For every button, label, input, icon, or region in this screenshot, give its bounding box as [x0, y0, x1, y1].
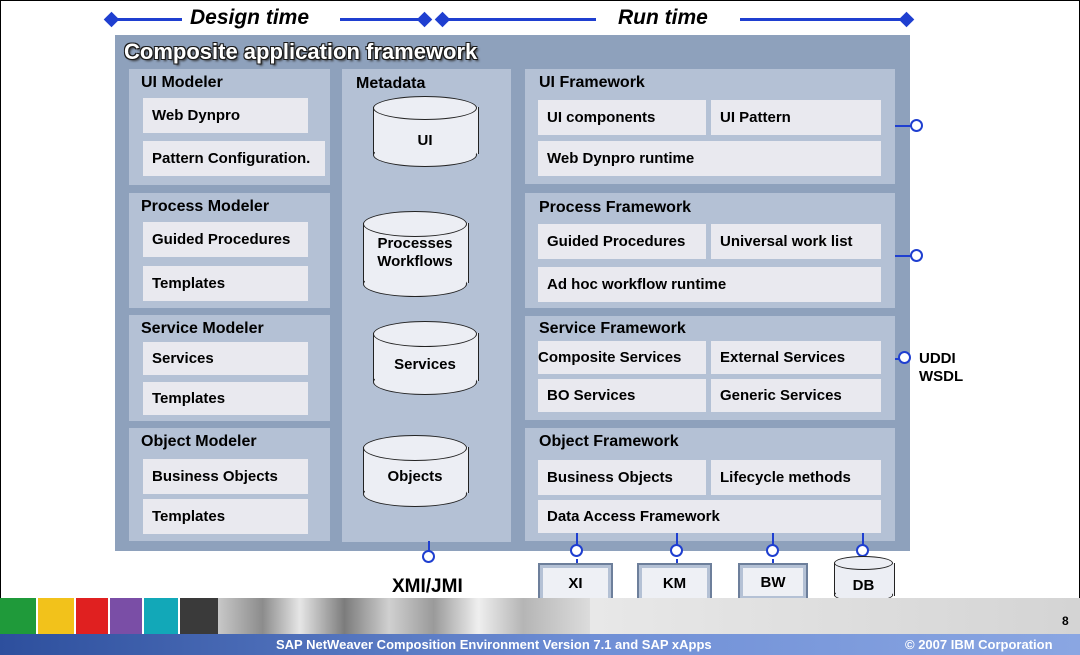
- metadata-store-services-label: Services: [394, 356, 456, 373]
- metadata-store-objects: Objects: [363, 435, 469, 513]
- metadata-store-services: Services: [373, 321, 479, 401]
- process-modeler-item-templates: Templates: [143, 266, 308, 301]
- footer-title: SAP NetWeaver Composition Environment Ve…: [276, 637, 712, 652]
- bw-connector-top: [772, 533, 774, 545]
- km-system-label: KM: [642, 568, 707, 599]
- xi-connector-top: [576, 533, 578, 545]
- object-modeler-item-templates: Templates: [143, 499, 308, 534]
- xi-interface-icon: [570, 544, 583, 557]
- metadata-connector: [428, 541, 430, 551]
- metadata-store-processes-label: Processes Workflows: [377, 235, 453, 270]
- footer-swatch-dark: [180, 598, 218, 634]
- object-framework-title: Object Framework: [539, 433, 679, 450]
- service-framework-item-composite-services: Composite Services: [538, 341, 706, 374]
- process-framework-interface-icon: [910, 249, 923, 262]
- ui-modeler-item-pattern-configuration: Pattern Configuration.: [143, 141, 325, 176]
- footer-copyright: © 2007 IBM Corporation: [905, 637, 1053, 652]
- footer-bar: [0, 634, 1080, 655]
- footer-swatch-red: [76, 598, 108, 634]
- bw-interface-icon: [766, 544, 779, 557]
- xi-connector-bottom: [576, 559, 578, 565]
- service-framework-connector: [895, 358, 900, 360]
- footer-swatch-yellow: [38, 598, 74, 634]
- footer-swatch-green: [0, 598, 36, 634]
- db-system-label: DB: [852, 577, 875, 594]
- framework-title: Composite application framework: [124, 39, 478, 64]
- service-framework-interface-icon: [898, 351, 911, 364]
- process-modeler-item-guided-procedures: Guided Procedures: [143, 222, 308, 257]
- bw-system-box: BW: [738, 563, 808, 601]
- design-time-label: Design time: [190, 6, 310, 29]
- km-system-box: KM: [637, 563, 712, 604]
- ui-framework-title: UI Framework: [539, 74, 645, 91]
- metadata-interface-icon: [422, 550, 435, 563]
- km-interface-icon: [670, 544, 683, 557]
- metadata-store-processes: Processes Workflows: [363, 211, 469, 303]
- service-modeler-title: Service Modeler: [141, 320, 264, 337]
- process-framework-item-guided-procedures: Guided Procedures: [538, 224, 706, 259]
- ui-framework-item-ui-components: UI components: [538, 100, 706, 135]
- ui-framework-interface-icon: [910, 119, 923, 132]
- object-modeler-title: Object Modeler: [141, 433, 257, 450]
- footer-swatch-teal: [144, 598, 178, 634]
- bw-connector-bottom: [772, 559, 774, 565]
- uddi-wsdl-label: UDDI WSDL: [919, 350, 964, 385]
- service-framework-item-generic-services: Generic Services: [711, 379, 881, 412]
- object-framework-item-data-access-framework: Data Access Framework: [538, 500, 881, 533]
- ui-framework-connector: [895, 125, 911, 127]
- xmi-jmi-label: XMI/JMI: [392, 576, 463, 597]
- service-framework-item-bo-services: BO Services: [538, 379, 706, 412]
- footer-gray-strip: [590, 598, 1080, 634]
- bw-system-label: BW: [743, 568, 803, 596]
- service-modeler-item-services: Services: [143, 342, 308, 375]
- db-system-cylinder: DB: [834, 556, 895, 604]
- run-time-line-left: [444, 18, 596, 21]
- object-modeler-item-business-objects: Business Objects: [143, 459, 308, 494]
- process-framework-connector: [895, 255, 911, 257]
- page-number: 8: [1062, 614, 1069, 628]
- design-time-line-right: [340, 18, 424, 21]
- design-time-line-left: [112, 18, 182, 21]
- metadata-store-ui: UI: [373, 96, 479, 176]
- metadata-title: Metadata: [356, 75, 426, 92]
- service-framework-title: Service Framework: [539, 320, 686, 337]
- ui-modeler-title: UI Modeler: [141, 74, 223, 91]
- km-connector-top: [676, 533, 678, 545]
- xi-system-label: XI: [543, 568, 608, 599]
- service-framework-item-external-services: External Services: [711, 341, 881, 374]
- metadata-store-objects-label: Objects: [387, 468, 443, 485]
- process-framework-item-ad-hoc-workflow-runtime: Ad hoc workflow runtime: [538, 267, 881, 302]
- service-modeler-item-templates: Templates: [143, 382, 308, 415]
- run-time-label: Run time: [618, 6, 708, 29]
- process-modeler-title: Process Modeler: [141, 198, 270, 215]
- db-connector-top: [862, 533, 864, 545]
- process-framework-item-universal-work-list: Universal work list: [711, 224, 881, 259]
- footer-photo-strip: [218, 598, 590, 634]
- footer-swatch-purple: [110, 598, 142, 634]
- ui-modeler-item-web-dynpro: Web Dynpro: [143, 98, 308, 133]
- object-framework-item-business-objects: Business Objects: [538, 460, 706, 495]
- object-framework-item-lifecycle-methods: Lifecycle methods: [711, 460, 881, 495]
- ui-framework-item-web-dynpro-runtime: Web Dynpro runtime: [538, 141, 881, 176]
- process-framework-title: Process Framework: [539, 199, 692, 216]
- ui-framework-item-ui-pattern: UI Pattern: [711, 100, 881, 135]
- run-time-line-right: [740, 18, 905, 21]
- km-connector-bottom: [676, 559, 678, 565]
- metadata-store-ui-label: UI: [417, 132, 433, 149]
